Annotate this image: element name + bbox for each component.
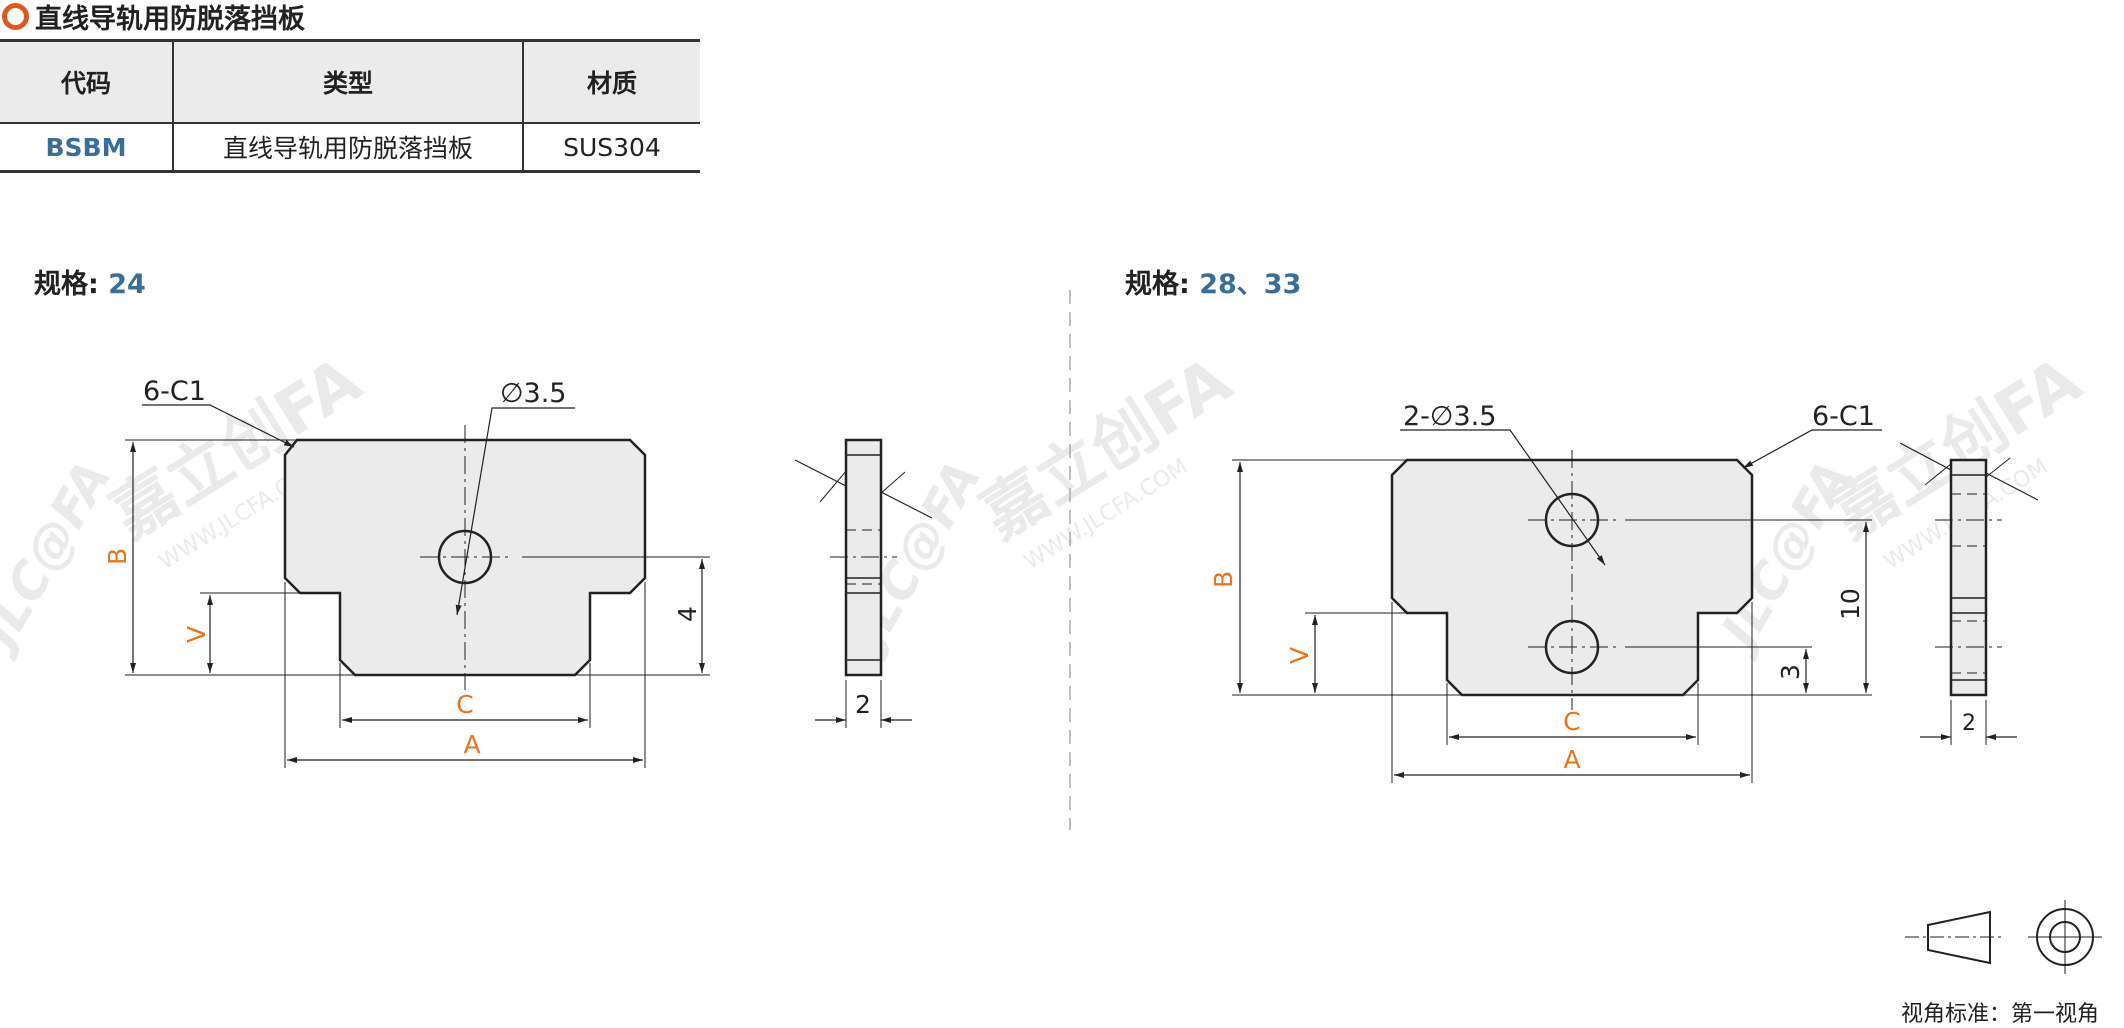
ring-bullet-icon [2, 2, 29, 30]
right-dim-a: A [1563, 745, 1580, 774]
right-side-view [1899, 442, 2039, 745]
left-labels: 6-C1 ∅3.5 B V 4 C A [103, 376, 702, 759]
table-header-row: 代码 类型 材质 [0, 39, 700, 124]
spec-table: 代码 类型 材质 BSBM 直线导轨用防脱落挡板 SUS304 [0, 39, 700, 173]
left-dim-b: B [103, 548, 132, 565]
view-standard-label: 视角标准：第一视角 [1901, 1002, 2100, 1027]
left-dim-c: C [456, 690, 473, 719]
right-dim-thickness: 2 [1962, 711, 1976, 736]
section-title-text: 直线导轨用防脱落挡板 [35, 3, 305, 35]
left-hole-label: ∅3.5 [500, 378, 566, 409]
header-code: 代码 [0, 39, 173, 124]
left-side-view [794, 438, 933, 728]
left-dim-a: A [463, 730, 480, 759]
cell-type: 直线导轨用防脱落挡板 [172, 123, 523, 173]
cell-material: SUS304 [522, 123, 700, 173]
right-chamfer-label: 6-C1 [1812, 401, 1875, 432]
right-hole-label: 2-∅3.5 [1403, 401, 1496, 432]
right-side-plate [1949, 458, 1988, 697]
right-dim-b: B [1209, 571, 1238, 588]
right-spec-label: 规格: 28、33 [1125, 269, 1302, 300]
table-row: BSBM 直线导轨用防脱落挡板 SUS304 [0, 123, 700, 173]
cell-code: BSBM [0, 123, 173, 173]
right-dim-v: V [1285, 647, 1314, 664]
left-dim-thickness: 2 [855, 690, 871, 719]
right-front-view [1232, 429, 1882, 783]
right-labels: 2-∅3.5 6-C1 B V 10 3 C A [1209, 401, 1875, 774]
first-angle-projection-icon [1905, 900, 2102, 974]
left-dim-v: V [182, 626, 211, 643]
left-dim-4: 4 [673, 606, 702, 622]
left-spec-label: 规格: 24 [34, 269, 146, 300]
right-spec-value: 28、33 [1199, 269, 1302, 300]
left-chamfer-label: 6-C1 [143, 376, 206, 407]
right-dim-10: 10 [1836, 588, 1865, 620]
left-spec-value: 24 [108, 269, 146, 300]
right-dim-3: 3 [1776, 664, 1805, 680]
left-front-view [125, 404, 710, 768]
section-title: 直线导轨用防脱落挡板 [2, 0, 305, 35]
header-type: 类型 [172, 39, 523, 124]
header-material: 材质 [522, 39, 700, 124]
right-dim-c: C [1563, 707, 1580, 736]
